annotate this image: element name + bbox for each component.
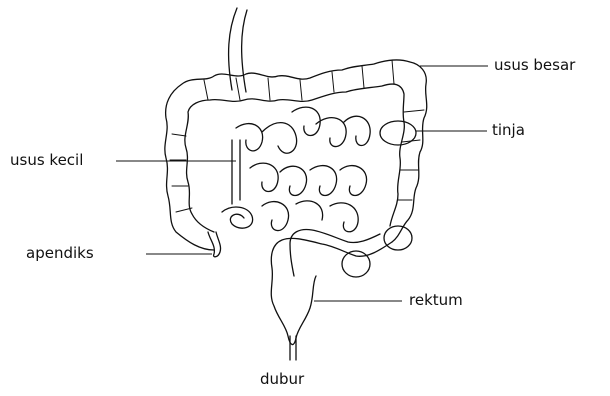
colon-haustra <box>170 60 424 212</box>
large-intestine-inner <box>185 84 404 232</box>
label-usus-besar: usus besar <box>494 58 575 73</box>
label-rektum: rektum <box>409 293 463 308</box>
rectum-outer <box>271 238 392 344</box>
label-tinja: tinja <box>492 123 525 138</box>
rectum-inner <box>290 230 380 276</box>
label-apendiks: apendiks <box>26 246 94 261</box>
esophagus-tube-inner <box>242 10 247 92</box>
small-intestine-coils <box>222 107 370 232</box>
stool-pellet-3 <box>342 251 370 277</box>
stool-pellet-2 <box>384 226 412 250</box>
appendix <box>208 232 221 257</box>
label-usus-kecil: usus kecil <box>10 153 83 168</box>
stool-pellet-1 <box>380 121 416 145</box>
label-dubur: dubur <box>260 372 304 387</box>
large-intestine-outer <box>165 60 427 250</box>
